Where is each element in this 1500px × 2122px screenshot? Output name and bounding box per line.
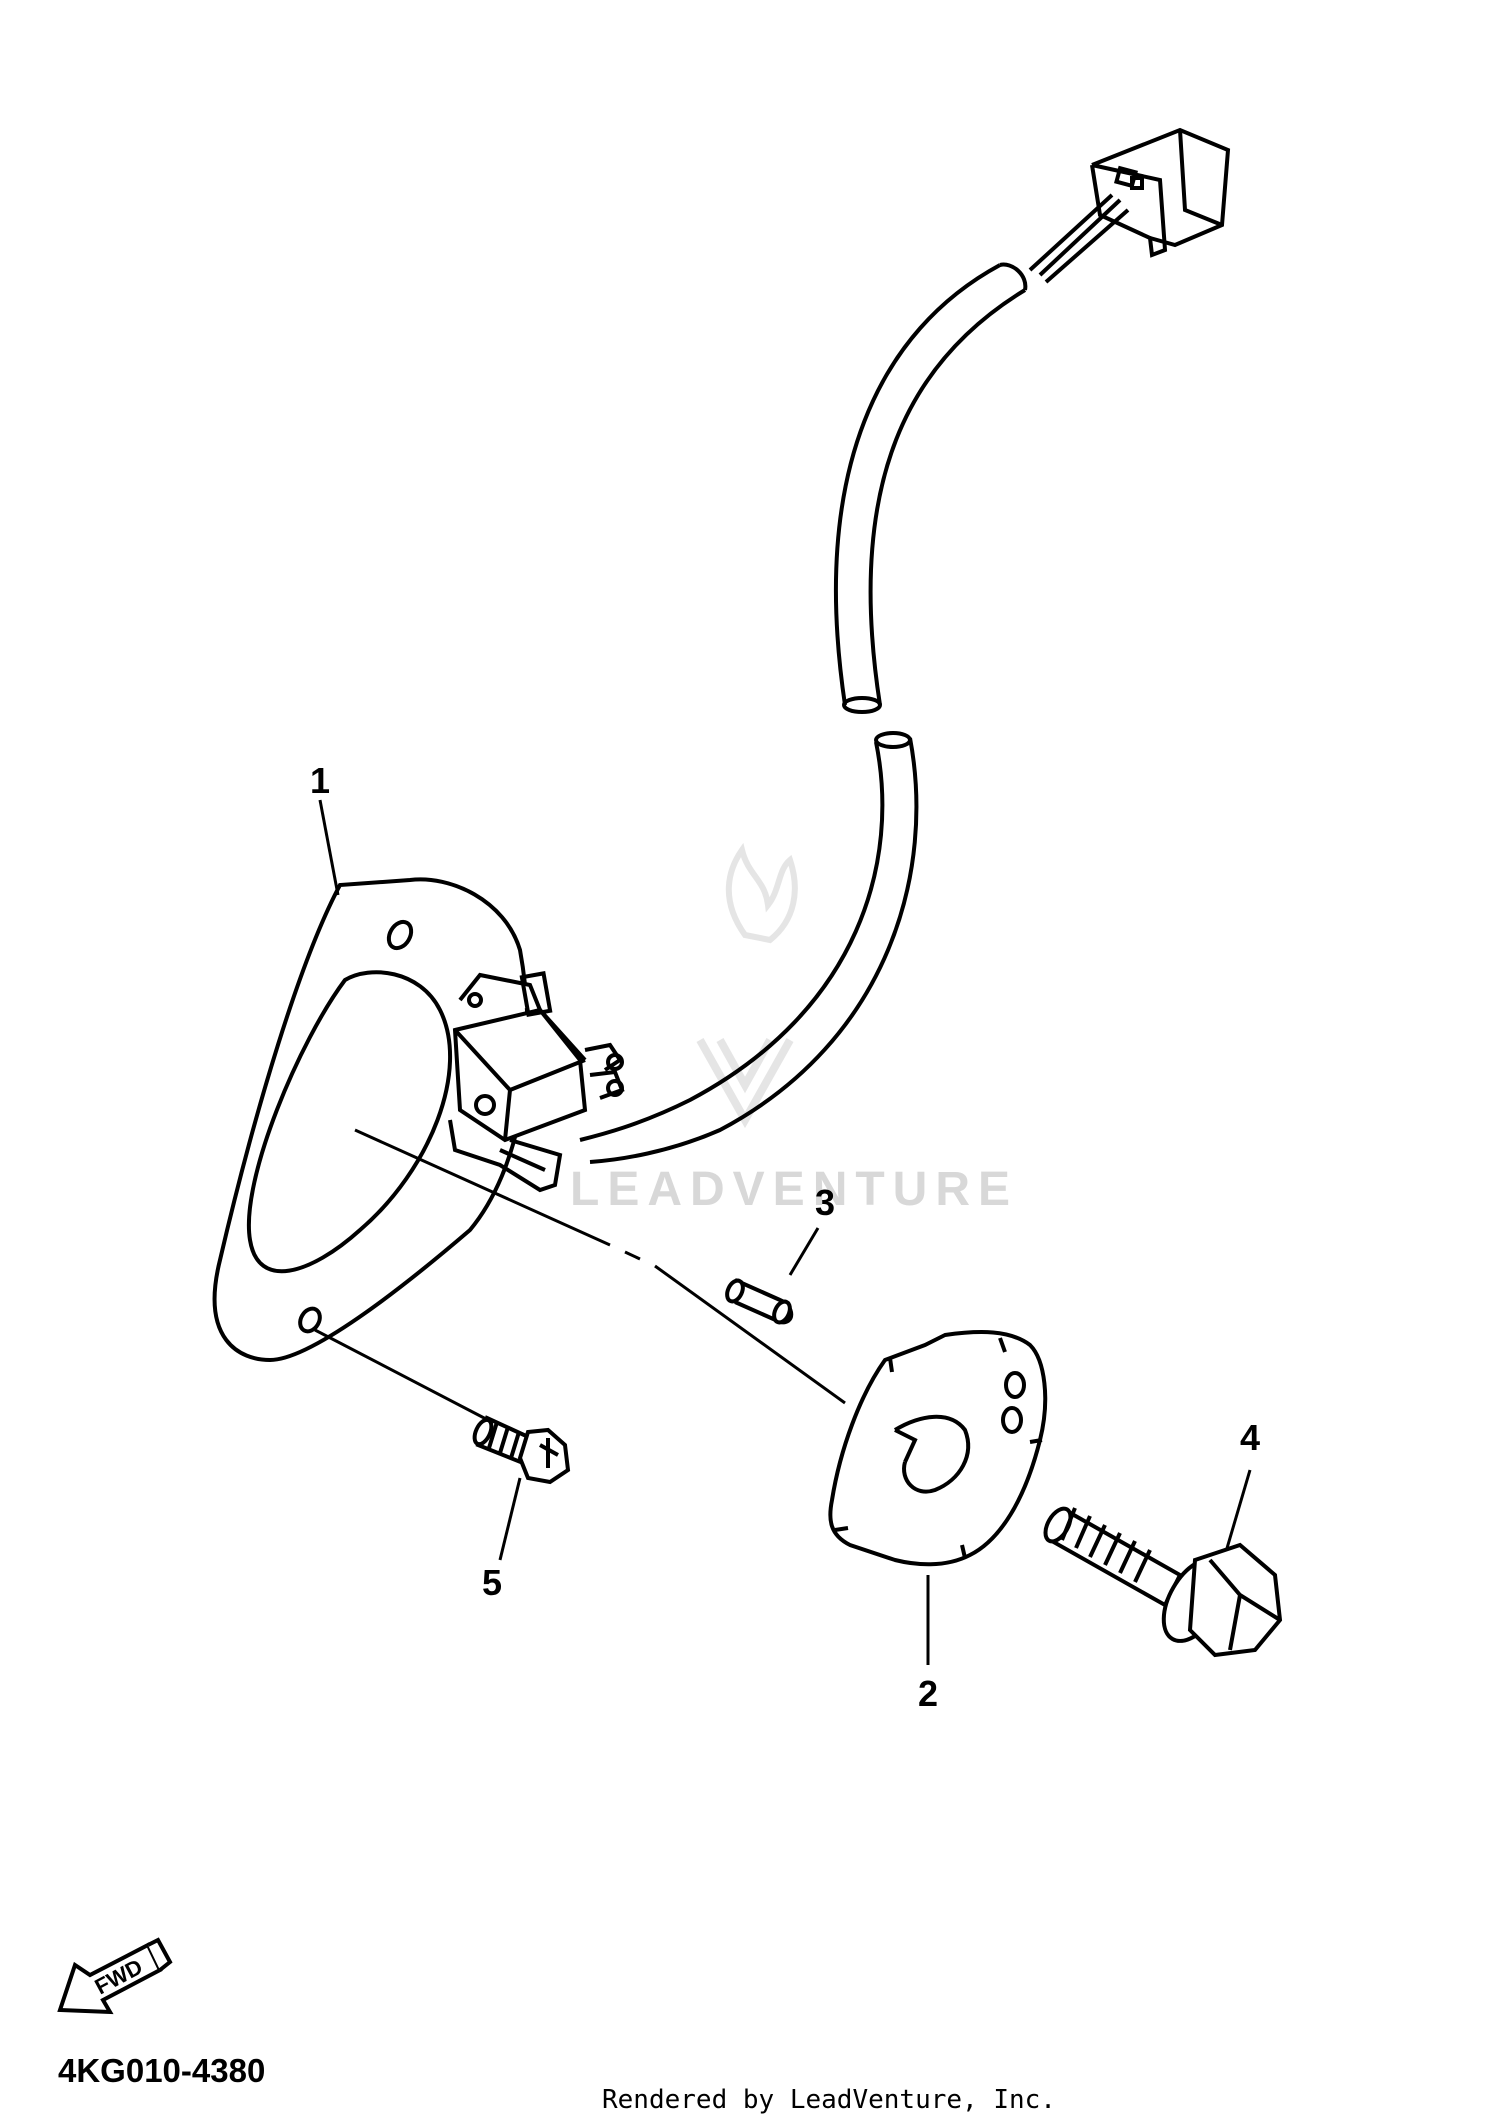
wire-harness (579, 127, 1231, 1164)
bolt (1043, 1506, 1283, 1658)
screw (472, 1415, 571, 1485)
dowel-pin (725, 1278, 794, 1325)
callout-2: 2 (918, 1673, 938, 1714)
callout-1: 1 (310, 760, 330, 801)
callout-5: 5 (482, 1562, 502, 1603)
pickup-coil-plate (212, 877, 625, 1363)
fwd-arrow-icon (57, 1937, 173, 2015)
callout-3: 3 (815, 1182, 835, 1223)
render-credit: Rendered by LeadVenture, Inc. (602, 2085, 1056, 2115)
diagram-code: 4KG010-4380 (58, 2052, 266, 2089)
leadventure-flame-logo-icon (696, 842, 798, 1129)
callout-4: 4 (1240, 1417, 1260, 1458)
rotor-plate (828, 1330, 1048, 1567)
watermark-text: LEADVENTURE (570, 1163, 1018, 1216)
assembly-lines (314, 799, 1252, 1665)
